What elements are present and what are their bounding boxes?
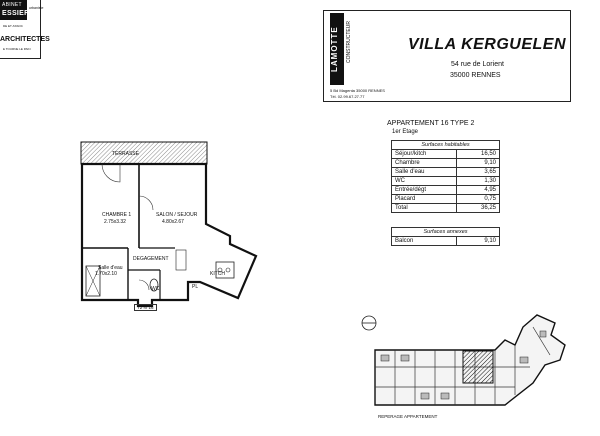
label-chambre: CHAMBRE 1 [102,212,132,218]
project-title: VILLA KERGUELEN [408,36,567,53]
terrace-area [80,141,208,165]
locator-map [361,314,566,406]
project-city: 35000 RENNES [450,72,501,79]
builder-tagline: CONSTRUCTEUR [346,21,352,63]
architect-logo-mark: ABINET ESSIER [0,0,30,20]
builder-address: 5 Bd Magenta 35000 RENNES [330,88,385,93]
label-degagement: DEGAGEMENT [133,256,169,262]
builder-brand: LAMOTTE [330,13,344,85]
annexes-header: Surfaces annexes [391,227,500,237]
kitchen-counter [215,261,235,279]
apartment-floor: 1er Etage [392,129,419,135]
label-wc: WC [151,286,160,292]
exterior-walls [80,162,258,308]
shower-fixture [85,265,101,297]
label-salle-dim: 1.70x2.10 [95,271,117,277]
project-street: 54 rue de Lorient [451,61,504,68]
closet [175,249,187,271]
architect-name: ARCHITECTES [0,36,50,43]
highlighted-apartment [462,350,494,384]
label-terrasse: TERRASSE [112,151,139,157]
label-chambre-dim: 2.75x3.32 [104,219,126,225]
toilet-fixture [149,278,159,292]
plan-reference: T2 N°16 [134,304,157,311]
surfaces-header: Surfaces habitables [391,140,500,150]
locator-caption: REPERAGE APPARTEMENT [378,414,438,419]
builder-panel [323,10,571,102]
architect-small2: E TOURNE LE PAIN [3,47,31,51]
apartment-heading: APPARTEMENT 16 TYPE 2 [387,120,475,127]
architect-side: urbaniste [29,6,44,10]
label-salle: Salle d'eau [98,265,123,271]
architect-logo: ABINET ESSIER urbaniste DE ET ASSOC ARCH… [0,0,50,59]
architect-small1: DE ET ASSOC [3,24,23,28]
floor-plan [80,141,258,308]
label-sejour-dim: 4.80x2.67 [162,219,184,225]
architect-line2: ESSIER [2,10,30,17]
label-kitch: KITCH [210,271,225,277]
architect-line1: ABINET [2,2,22,8]
builder-phone: Tél. 02.99.67.27.77 [330,94,365,99]
label-sejour: SALON / SEJOUR [156,212,198,218]
label-pl: PL [192,284,199,290]
